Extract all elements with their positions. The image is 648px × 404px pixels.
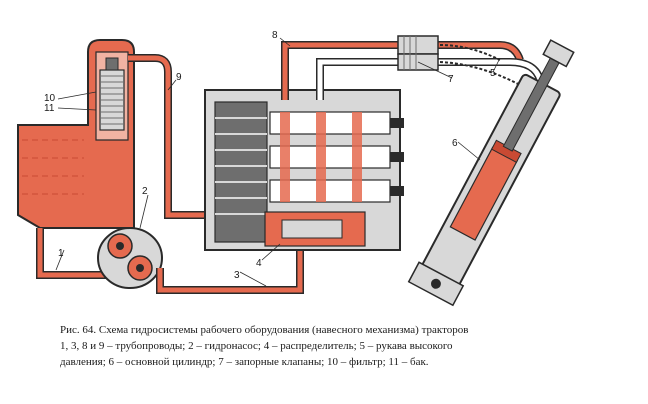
- callout-1: 1: [58, 248, 64, 259]
- pump: [97, 227, 163, 289]
- callout-9: 9: [176, 72, 182, 83]
- filter: [99, 57, 125, 131]
- callout-10: 10: [44, 93, 56, 104]
- callout-2: 2: [142, 186, 148, 197]
- main-cylinder: [407, 39, 575, 307]
- hoses: [439, 44, 521, 86]
- figure-caption: Рис. 64. Схема гидросистемы рабочего обо…: [60, 322, 635, 370]
- callout-8: 8: [272, 30, 278, 41]
- callout-5: 5: [490, 68, 496, 79]
- pipe-3: [156, 248, 304, 294]
- caption-line-1: Рис. 64. Схема гидросистемы рабочего обо…: [60, 324, 469, 336]
- callout-6: 6: [452, 138, 458, 149]
- leader-lines: [55, 37, 501, 287]
- caption-line-2: 1, 3, 8 и 9 – трубопроводы; 2 – гидронас…: [60, 340, 453, 352]
- callout-7: 7: [448, 74, 454, 85]
- callout-11: 11: [44, 103, 55, 114]
- hydraulic-system-diagram: 10 11 1 2 3 4 5 6 7 8 9: [17, 30, 575, 307]
- shutoff-valves: [397, 35, 439, 71]
- distributor: [204, 89, 404, 251]
- callout-3: 3: [234, 270, 240, 281]
- caption-line-3: давления; 6 – основной цилиндр; 7 – запо…: [60, 356, 429, 368]
- callout-4: 4: [256, 258, 262, 269]
